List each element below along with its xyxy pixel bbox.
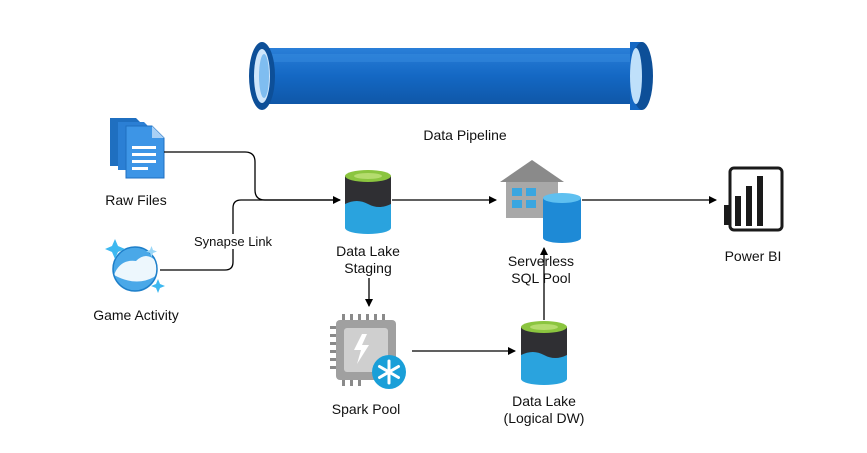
power-bi-label: Power BI	[724, 248, 782, 264]
cosmos-db-icon	[105, 239, 165, 293]
sql-pool-icon	[500, 160, 581, 243]
synapse-link-label: Synapse Link	[193, 234, 274, 249]
serverless-label-line1: Serverless	[507, 253, 575, 269]
staging-label-line2: Staging	[344, 260, 392, 276]
data-lake-icon	[521, 321, 567, 385]
raw-files-label: Raw Files	[105, 192, 167, 208]
staging-label-line1: Data Lake	[336, 243, 400, 259]
logical-dw-label-line1: Data Lake	[512, 393, 576, 409]
spark-pool-icon	[330, 314, 406, 389]
game-activity-label: Game Activity	[93, 307, 179, 323]
spark-pool-label: Spark Pool	[331, 401, 401, 417]
edge-raw-to-staging	[164, 151, 341, 204]
serverless-label-line2: SQL Pool	[511, 270, 571, 286]
power-bi-icon	[722, 166, 784, 232]
data-lake-icon	[345, 170, 391, 234]
pipe-icon	[249, 42, 653, 110]
pipeline-label: Data Pipeline	[423, 127, 507, 143]
documents-icon	[110, 118, 165, 179]
logical-dw-label-line2: (Logical DW)	[503, 410, 585, 426]
